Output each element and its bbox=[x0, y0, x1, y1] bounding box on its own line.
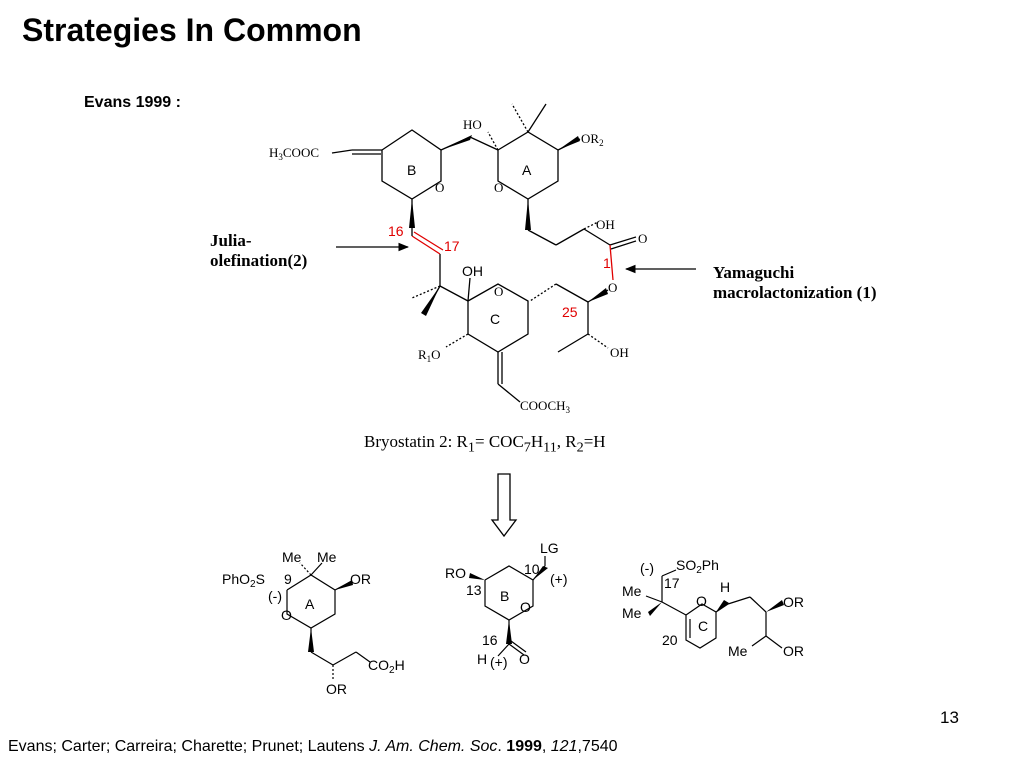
citation-year: 1999 bbox=[506, 738, 542, 755]
carbon-25-label: 25 bbox=[562, 304, 578, 320]
frag-c-num20: 20 bbox=[662, 632, 678, 648]
citation: Evans; Carter; Carreira; Charette; Prune… bbox=[8, 738, 618, 755]
oh-bottom-label: OH bbox=[610, 345, 629, 360]
frag-a-me1: Me bbox=[282, 549, 302, 565]
carbonyl-oxygen: O bbox=[638, 231, 647, 246]
citation-volume: 121 bbox=[550, 738, 578, 755]
yamaguchi-label: Yamaguchi macrolactonization (1) bbox=[713, 263, 877, 303]
fragment-c-structure bbox=[645, 569, 783, 649]
frag-c-me1: Me bbox=[622, 583, 642, 599]
yamaguchi-line-1: Yamaguchi bbox=[713, 263, 795, 282]
citation-authors: Evans; Carter; Carreira; Charette; Prune… bbox=[8, 738, 365, 755]
frag-c-h: H bbox=[720, 579, 730, 595]
frag-b-num16: 16 bbox=[482, 632, 498, 648]
frag-c-or2: OR bbox=[783, 643, 804, 659]
frag-a-or: OR bbox=[350, 571, 371, 587]
frag-a-num9: 9 bbox=[284, 571, 292, 587]
frag-a-pho2s: PhO2S bbox=[222, 571, 265, 590]
evans-1999-label: Evans 1999 : bbox=[84, 94, 181, 111]
frag-c-oxygen: O bbox=[696, 593, 707, 609]
frag-b-num10: 10 bbox=[524, 561, 540, 577]
retrosynthesis-arrow bbox=[490, 473, 518, 538]
page-number: 13 bbox=[940, 708, 959, 727]
frag-c-minus: (-) bbox=[640, 560, 654, 576]
citation-pages: ,7540 bbox=[577, 738, 618, 755]
r1o-label: R1O bbox=[418, 347, 441, 364]
carbon-1-label: 1 bbox=[603, 255, 611, 271]
frag-b-lg: LG bbox=[540, 540, 559, 556]
fragment-c-wedges bbox=[648, 600, 784, 616]
frag-b-num13: 13 bbox=[466, 582, 482, 598]
frag-b-ro: RO bbox=[445, 565, 466, 581]
frag-b-plus2: (+) bbox=[490, 654, 508, 670]
fragment-a-structure bbox=[286, 562, 371, 680]
carbon-17-label: 17 bbox=[444, 238, 460, 254]
frag-b-ring-label: B bbox=[500, 588, 509, 604]
frag-c-ring-label: C bbox=[698, 618, 708, 634]
ester-oxygen: O bbox=[608, 280, 617, 295]
h3cooc-label: H3COOC bbox=[269, 145, 319, 162]
citation-journal: J. Am. Chem. Soc bbox=[369, 738, 498, 755]
frag-a-minus: (-) bbox=[268, 588, 282, 604]
oh-right-label: OH bbox=[596, 217, 615, 232]
julia-line-1: Julia- bbox=[210, 231, 252, 250]
bryostatin-caption: Bryostatin 2: R1= COC7H11, R2=H bbox=[364, 432, 606, 456]
frag-c-so2ph: SO2Ph bbox=[676, 557, 719, 576]
wedge-bonds bbox=[409, 135, 608, 316]
cooch3-label: COOCH3 bbox=[520, 398, 571, 415]
macrocycle-structure bbox=[331, 103, 637, 403]
frag-a-oxygen: O bbox=[281, 607, 292, 623]
ring-c-oxygen: O bbox=[494, 284, 503, 299]
ho-top-label: HO bbox=[463, 117, 482, 132]
fragment-a-wedges bbox=[308, 580, 353, 652]
frag-c-me3: Me bbox=[728, 643, 748, 659]
carbon-16-label: 16 bbox=[388, 223, 404, 239]
frag-c-me2: Me bbox=[622, 605, 642, 621]
ring-a-oxygen: O bbox=[494, 180, 503, 195]
frag-b-plus1: (+) bbox=[550, 571, 568, 587]
yamaguchi-line-2: macrolactonization (1) bbox=[713, 283, 877, 302]
frag-a-or-bottom: OR bbox=[326, 681, 347, 697]
frag-a-ring-label: A bbox=[305, 596, 315, 612]
frag-b-o2: O bbox=[519, 651, 530, 667]
page-title: Strategies In Common bbox=[22, 12, 362, 48]
ring-c-label: C bbox=[490, 311, 500, 327]
fragment-b-wedges bbox=[469, 566, 548, 644]
frag-c-num17: 17 bbox=[664, 575, 680, 591]
ring-a-label: A bbox=[522, 162, 532, 178]
frag-b-h: H bbox=[477, 651, 487, 667]
oh-c-label: OH bbox=[462, 263, 483, 279]
ring-b-label: B bbox=[407, 162, 416, 178]
ring-b-oxygen: O bbox=[435, 180, 444, 195]
julia-line-2: olefination(2) bbox=[210, 251, 308, 270]
frag-c-or1: OR bbox=[783, 594, 804, 610]
julia-olefination-label: Julia- olefination(2) bbox=[210, 231, 307, 271]
frag-b-oxygen: O bbox=[520, 599, 531, 615]
frag-a-co2h: CO2H bbox=[368, 657, 405, 676]
or2-label: OR2 bbox=[581, 131, 604, 148]
ring-b-bonds bbox=[381, 129, 442, 200]
frag-a-me2: Me bbox=[317, 549, 337, 565]
